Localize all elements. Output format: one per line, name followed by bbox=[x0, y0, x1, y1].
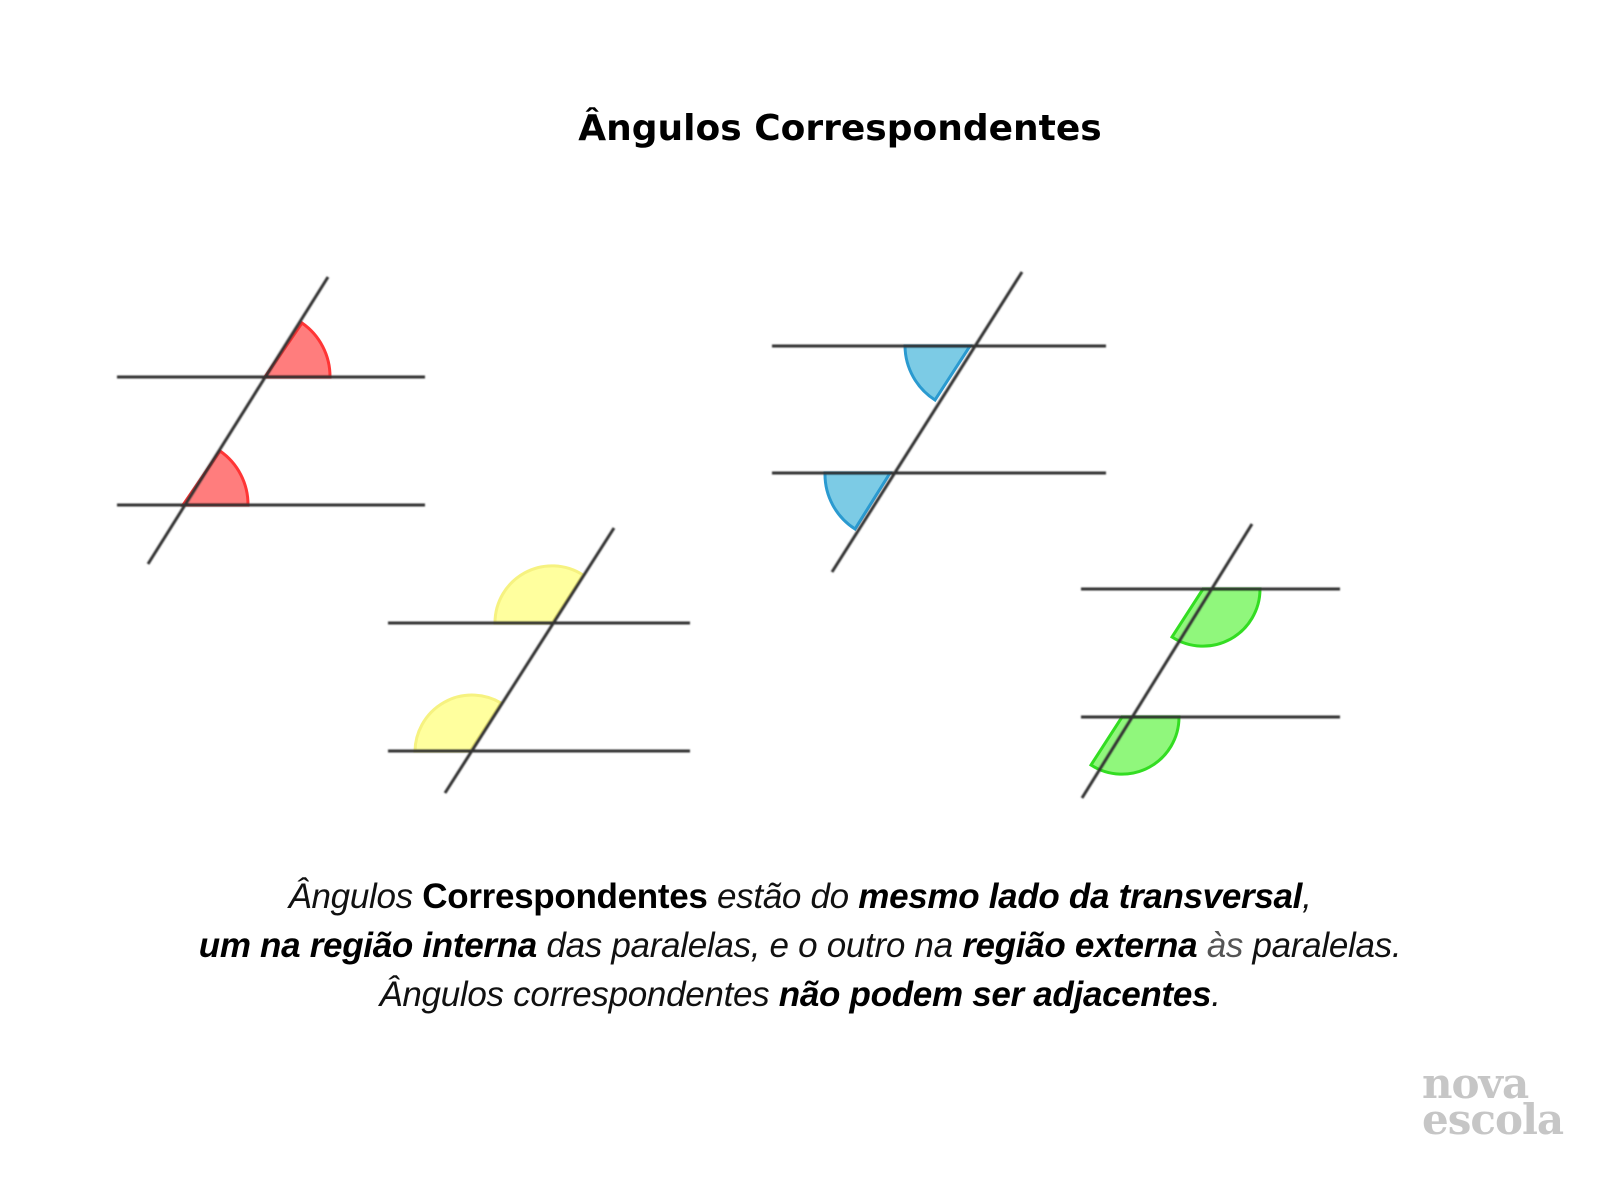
green-transversal bbox=[1080, 523, 1254, 799]
red-angle-lower bbox=[180, 448, 250, 507]
caption-text: às bbox=[1197, 926, 1244, 965]
green-angle-lower bbox=[1088, 715, 1181, 776]
yellow-transversal bbox=[443, 527, 616, 794]
green-angle-upper bbox=[1169, 587, 1262, 648]
logo-line-nova: nova bbox=[1422, 1059, 1529, 1108]
caption-bold-external-region: região externa bbox=[962, 926, 1198, 965]
caption-text: , bbox=[1302, 877, 1312, 916]
green-angle-pair-figure bbox=[1080, 523, 1340, 799]
red-transversal bbox=[146, 276, 330, 565]
red-angle-pair-figure bbox=[117, 276, 425, 565]
blue-angle-upper bbox=[903, 344, 973, 403]
caption-text: Ângulos correspondentes bbox=[379, 975, 779, 1014]
caption-bold-internal-region: um na região interna bbox=[198, 926, 538, 965]
page-title: Ângulos Correspondentes bbox=[578, 108, 1102, 149]
caption-line-2: um na região interna das paralelas, e o … bbox=[0, 921, 1600, 970]
caption-text: paralelas. bbox=[1243, 926, 1402, 965]
blue-angle-lower bbox=[823, 471, 893, 532]
caption-bold-same-side: mesmo lado da transversal bbox=[858, 877, 1303, 916]
caption-line-1: Ângulos Correspondentes estão do mesmo l… bbox=[0, 872, 1600, 921]
red-angle-upper bbox=[262, 320, 332, 379]
caption-text: . bbox=[1211, 975, 1221, 1014]
blue-transversal bbox=[830, 271, 1024, 573]
blue-angle-pair-figure bbox=[772, 271, 1106, 573]
yellow-angle-upper bbox=[493, 564, 586, 625]
caption-bold-correspondentes: Correspondentes bbox=[422, 877, 708, 916]
caption-bold-not-adjacent: não podem ser adjacentes bbox=[778, 975, 1212, 1014]
caption-line-3: Ângulos correspondentes não podem ser ad… bbox=[0, 970, 1600, 1019]
caption-text: Ângulos bbox=[288, 877, 423, 916]
caption-text: estão do bbox=[707, 877, 859, 916]
yellow-angle-pair-figure bbox=[388, 527, 690, 794]
explanation-text: Ângulos Correspondentes estão do mesmo l… bbox=[0, 872, 1600, 1019]
yellow-angle-lower bbox=[413, 693, 504, 753]
caption-text: das paralelas, e o outro na bbox=[536, 926, 963, 965]
nova-escola-logo: nova escola bbox=[1422, 1059, 1564, 1144]
logo-line-escola: escola bbox=[1422, 1095, 1564, 1144]
